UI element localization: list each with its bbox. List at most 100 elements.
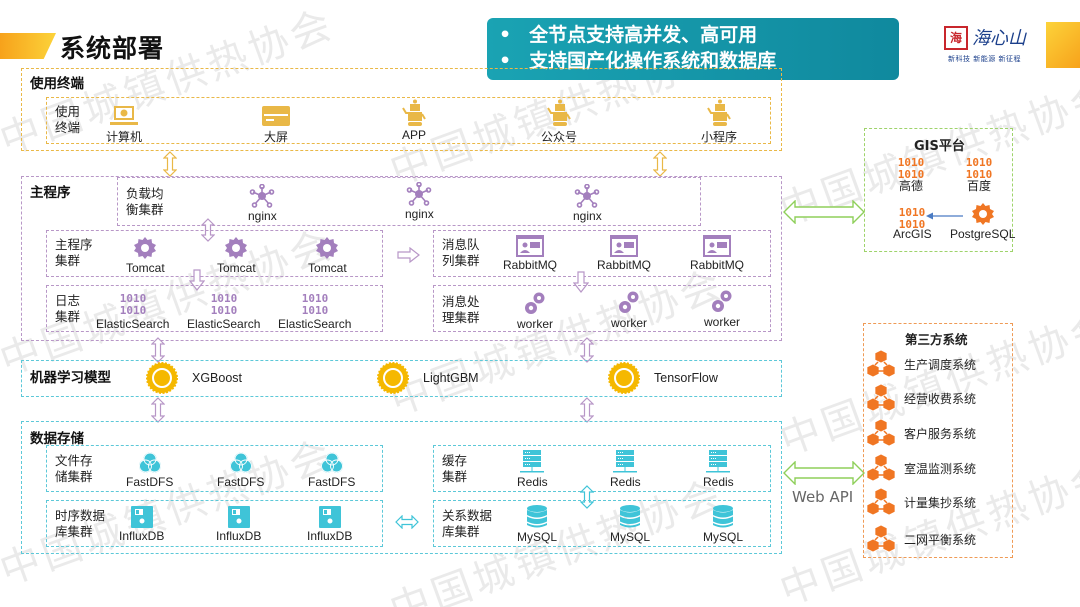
laptop-icon xyxy=(110,106,138,125)
worker-node: worker xyxy=(704,288,740,329)
main-program-section xyxy=(21,176,782,341)
double-arrow-vertical-icon xyxy=(151,337,165,363)
lightgbm-model: LightGBM xyxy=(377,362,479,394)
network-hub-icon xyxy=(575,184,600,208)
svg-text:1010: 1010 xyxy=(898,156,925,169)
file-storage-group xyxy=(46,445,383,492)
robot-icon xyxy=(547,99,571,126)
database-icon xyxy=(713,505,733,528)
terminal-app: APP xyxy=(401,99,427,142)
third-party-item: 经营收费系统 xyxy=(866,384,976,412)
item-label: Tomcat xyxy=(217,261,256,275)
third-party-systems xyxy=(863,323,1013,558)
arrow-down-icon xyxy=(573,271,589,293)
item-label: nginx xyxy=(573,209,602,223)
sun-gear-icon xyxy=(608,362,640,394)
svg-text:1010: 1010 xyxy=(899,206,926,219)
item-label: InfluxDB xyxy=(216,529,262,543)
server-rack-icon xyxy=(613,450,638,473)
gears-icon xyxy=(619,291,639,313)
blocks-icon xyxy=(866,350,896,378)
feature-banner: •全节点支持高并发、高可用 •支持国产化操作系统和数据库 xyxy=(487,18,899,80)
server-rack-icon xyxy=(520,450,545,473)
double-arrow-vertical-icon xyxy=(163,151,177,177)
item-label: 室温监测系统 xyxy=(904,461,977,476)
item-label: ArcGIS xyxy=(893,227,932,241)
item-label: ElasticSearch xyxy=(278,317,352,331)
cache-group xyxy=(433,445,771,492)
item-label: Redis xyxy=(517,475,548,489)
double-arrow-vertical-icon xyxy=(151,397,165,423)
item-label: FastDFS xyxy=(126,475,174,489)
third-party-item: 计量集抄系统 xyxy=(866,488,976,516)
item-label: 经营收费系统 xyxy=(904,391,977,406)
svg-text:1010: 1010 xyxy=(210,292,237,305)
mysql-node: MySQL xyxy=(610,505,650,544)
item-label: MySQL xyxy=(703,530,744,544)
item-label: worker xyxy=(611,316,648,330)
svg-text:1010: 1010 xyxy=(210,304,237,316)
double-arrow-vertical-icon xyxy=(580,485,594,509)
arrow-right-icon xyxy=(397,247,420,263)
gear-icon xyxy=(225,237,248,259)
storage-section-label: 数据存储 xyxy=(30,431,84,447)
item-label: Redis xyxy=(610,475,641,489)
item-label: XGBoost xyxy=(192,371,243,385)
worker-cluster-label: 消息处理集群 xyxy=(442,294,480,325)
chat-window-icon xyxy=(703,235,732,257)
item-label: 计量集抄系统 xyxy=(904,495,977,510)
terminals-group xyxy=(46,97,771,144)
log-cluster-label: 日志集群 xyxy=(55,293,81,324)
blocks-icon xyxy=(866,419,896,447)
network-hub-icon xyxy=(250,184,275,208)
double-arrow-vertical-icon xyxy=(653,151,667,177)
item-label: 客户服务系统 xyxy=(904,426,977,441)
log-cluster-group xyxy=(46,285,383,332)
item-label: 百度 xyxy=(966,179,991,193)
terminal-miniprogram: 小程序 xyxy=(701,99,737,145)
redis-node: Redis xyxy=(517,450,548,489)
logo-seal-icon: 海 xyxy=(944,26,968,50)
sun-gear-icon xyxy=(377,362,409,394)
item-label: 生产调度系统 xyxy=(904,357,977,372)
corner-accent xyxy=(1046,22,1080,68)
worker-node: worker xyxy=(517,290,553,331)
svg-text:1010: 1010 xyxy=(301,304,328,316)
item-label: nginx xyxy=(248,209,277,223)
svg-text:1010: 1010 xyxy=(898,168,925,180)
svg-text:1010: 1010 xyxy=(119,292,146,305)
file-storage-label: 文件存储集群 xyxy=(55,453,93,484)
gears-icon xyxy=(525,292,545,314)
gis-platform xyxy=(864,128,1013,252)
robot-icon xyxy=(707,99,731,126)
load-balancer-group xyxy=(117,177,701,226)
blocks-icon xyxy=(866,384,896,412)
item-label: Redis xyxy=(703,475,734,489)
third-party-title: 第三方系统 xyxy=(905,332,968,347)
double-arrow-vertical-icon xyxy=(580,337,594,363)
nginx-node: nginx xyxy=(248,184,277,223)
rdb-label: 关系数据库集群 xyxy=(442,508,493,539)
item-label: 小程序 xyxy=(701,130,738,144)
worker-cluster-group xyxy=(433,285,771,332)
chat-window-icon xyxy=(610,235,639,257)
influxdb-node: InfluxDB xyxy=(216,506,261,543)
logo-name: 海心山 xyxy=(972,28,1026,49)
server-rack-icon xyxy=(706,450,731,473)
blocks-icon xyxy=(866,525,896,553)
venn-cluster-icon xyxy=(320,452,343,473)
item-label: InfluxDB xyxy=(307,529,353,543)
double-arrow-vertical-icon xyxy=(580,397,594,423)
item-label: 计算机 xyxy=(106,130,143,144)
venn-cluster-icon xyxy=(229,452,252,473)
rabbitmq-node: RabbitMQ xyxy=(690,235,744,272)
item-label: RabbitMQ xyxy=(690,258,745,272)
double-arrow-horizontal-icon xyxy=(395,515,419,529)
terminal-wechat: 公众号 xyxy=(541,99,577,145)
gears-icon xyxy=(712,290,732,312)
